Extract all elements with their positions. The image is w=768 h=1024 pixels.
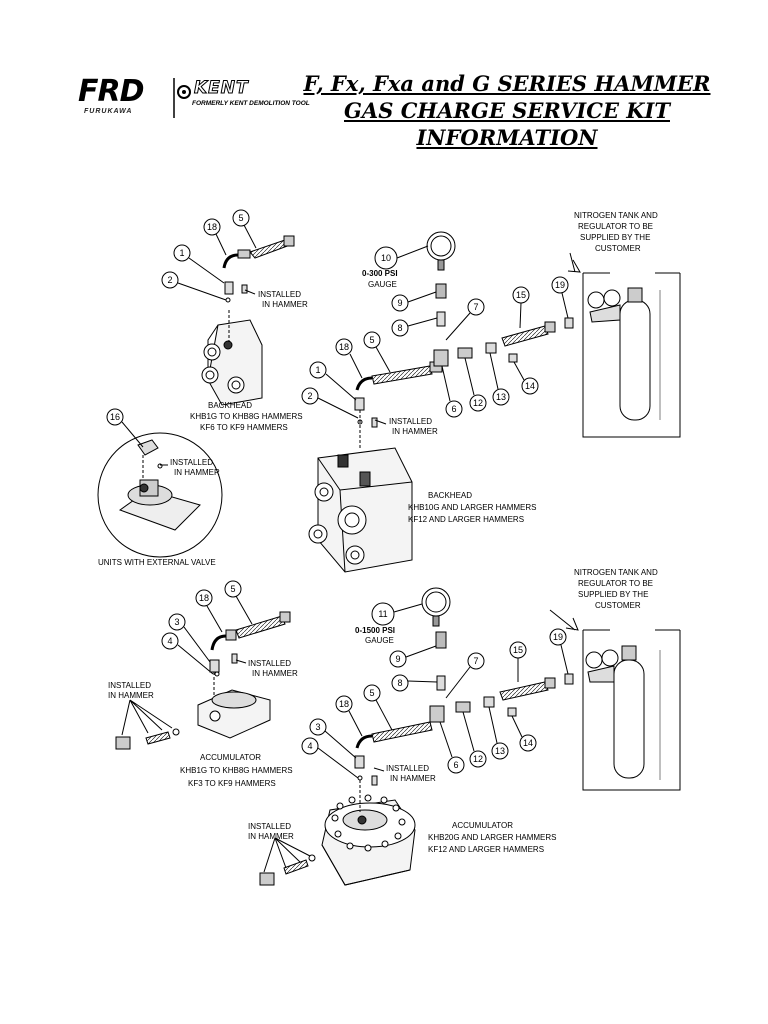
- external-valve-inset: [97, 432, 223, 558]
- callout-13-bottom: 13: [495, 746, 505, 756]
- frd-logo-subtitle: FURUKAWA: [84, 108, 133, 115]
- callout-5-bottom-left: 5: [230, 584, 235, 594]
- title-line-2: GAS CHARGE SERVICE KIT: [344, 98, 670, 123]
- callout-2-top-left: 2: [167, 275, 172, 285]
- installed-valve-2: IN HAMMER: [174, 468, 220, 477]
- callout-19-top: 19: [555, 280, 565, 290]
- accum-small-title: ACCUMULATOR: [200, 753, 261, 762]
- small-backhead-assembly: [201, 235, 295, 406]
- callout-5-top-mid: 5: [369, 335, 374, 345]
- nitrogen-bottom-line-3: SUPPLIED BY THE: [578, 590, 648, 599]
- installed-accum-small-2: IN HAMMER: [108, 691, 154, 700]
- callout-1-top-mid: 1: [315, 365, 320, 375]
- backhead-small-line-2: KHB1G TO KHB8G HAMMERS: [190, 412, 303, 421]
- frd-logo-mark: FRD: [78, 74, 145, 109]
- callout-3-bottom-mid: 3: [315, 722, 320, 732]
- kent-logo-subtitle: FORMERLY KENT DEMOLITION TOOL: [192, 100, 310, 107]
- callout-5-top-left: 5: [238, 213, 243, 223]
- accum-large-title: ACCUMULATOR: [452, 821, 513, 830]
- nitrogen-bottom-line-1: NITROGEN TANK AND: [574, 568, 658, 577]
- accum-large-line-3: KF12 AND LARGER HAMMERS: [428, 845, 544, 854]
- nitrogen-bottom-line-2: REGULATOR TO BE: [578, 579, 653, 588]
- callout-18-bottom-left: 18: [199, 593, 209, 603]
- callout-8-top: 8: [397, 323, 402, 333]
- installed-valve-1: INSTALLED: [170, 458, 213, 467]
- callout-6-bottom: 6: [453, 760, 458, 770]
- callout-3-bottom-left: 3: [174, 617, 179, 627]
- gauge-1500-label: 0-1500 PSI: [355, 626, 395, 635]
- installed-top-left-2: IN HAMMER: [262, 300, 308, 309]
- accum-small-line-3: KF3 TO KF9 HAMMERS: [188, 779, 276, 788]
- callout-13-top: 13: [496, 392, 506, 402]
- frd-logo: FRD FURUKAWA: [78, 76, 170, 120]
- callouts: [106, 209, 569, 779]
- backhead-small-line-3: KF6 TO KF9 HAMMERS: [200, 423, 288, 432]
- callout-2-top-mid: 2: [307, 391, 312, 401]
- callout-7-top: 7: [473, 302, 478, 312]
- backhead-large-line-2: KHB10G AND LARGER HAMMERS: [408, 503, 536, 512]
- small-accumulator-assembly: [115, 611, 291, 750]
- nitrogen-top-line-4: CUSTOMER: [595, 244, 641, 253]
- title-line-3: INFORMATION: [416, 125, 598, 150]
- installed-bottom-left-1: INSTALLED: [248, 659, 291, 668]
- callout-15-bottom: 15: [513, 645, 523, 655]
- callout-18-top-mid: 18: [339, 342, 349, 352]
- callout-11: 11: [378, 609, 387, 619]
- installed-top-mid-2: IN HAMMER: [392, 427, 438, 436]
- installed-bottom-left-2: IN HAMMER: [252, 669, 298, 678]
- nitrogen-top-line-3: SUPPLIED BY THE: [580, 233, 650, 242]
- kent-gear-icon: [173, 78, 191, 118]
- callout-18-top-left: 18: [207, 222, 217, 232]
- installed-top-mid-1: INSTALLED: [389, 417, 432, 426]
- gauge-1500-sublabel: GAUGE: [365, 636, 394, 645]
- callout-12-top: 12: [473, 398, 483, 408]
- kent-logo: KENT FORMERLY KENT DEMOLITION TOOL: [172, 76, 310, 120]
- kent-logo-mark: KENT: [194, 78, 249, 99]
- nitrogen-tank-bottom: [549, 609, 681, 791]
- callout-10: 10: [381, 253, 391, 263]
- callout-7-bottom: 7: [473, 656, 478, 666]
- callout-14-bottom: 14: [523, 738, 533, 748]
- page-title: F, Fx, Fxa and G SERIES HAMMER GAS CHARG…: [292, 70, 722, 151]
- callout-15-top: 15: [516, 290, 526, 300]
- backhead-small-title: BACKHEAD: [208, 401, 252, 410]
- nitrogen-top-line-1: NITROGEN TANK AND: [574, 211, 658, 220]
- backhead-large-title: BACKHEAD: [428, 491, 472, 500]
- nitrogen-bottom-line-4: CUSTOMER: [595, 601, 641, 610]
- installed-top-left-1: INSTALLED: [258, 290, 301, 299]
- callout-4-bottom-mid: 4: [307, 741, 312, 751]
- accum-large-line-2: KHB20G AND LARGER HAMMERS: [428, 833, 556, 842]
- gauge-300-sublabel: GAUGE: [368, 280, 397, 289]
- callout-6-top: 6: [451, 404, 456, 414]
- installed-accum-large-1: INSTALLED: [248, 822, 291, 831]
- nitrogen-tank-top: [567, 252, 681, 438]
- callout-19-bottom: 19: [553, 632, 563, 642]
- callout-8-bottom: 8: [397, 678, 402, 688]
- callout-14-top: 14: [525, 381, 535, 391]
- installed-bottom-mid-2: IN HAMMER: [390, 774, 436, 783]
- callout-9-bottom: 9: [395, 654, 400, 664]
- accum-small-line-2: KHB1G TO KHB8G HAMMERS: [180, 766, 293, 775]
- callout-16: 16: [110, 412, 120, 422]
- callout-4-bottom-left: 4: [167, 636, 172, 646]
- large-backhead-assembly: [308, 231, 574, 573]
- installed-bottom-mid-1: INSTALLED: [386, 764, 429, 773]
- installed-accum-large-2: IN HAMMER: [248, 832, 294, 841]
- external-valve-label: UNITS WITH EXTERNAL VALVE: [98, 558, 216, 567]
- callout-numbers: 18 5 1 2 16 10 9 8 7 15 19 18 5 1 2 6 12…: [110, 213, 565, 770]
- installed-accum-small-1: INSTALLED: [108, 681, 151, 690]
- large-accumulator-assembly: [259, 587, 574, 886]
- gauge-300-label: 0-300 PSI: [362, 269, 398, 278]
- callout-18-bottom-mid: 18: [339, 699, 349, 709]
- callout-9-top: 9: [397, 298, 402, 308]
- callout-5-bottom-mid: 5: [369, 688, 374, 698]
- diagram-labels: NITROGEN TANK AND REGULATOR TO BE SUPPLI…: [98, 211, 658, 854]
- backhead-large-line-3: KF12 AND LARGER HAMMERS: [408, 515, 524, 524]
- nitrogen-top-line-2: REGULATOR TO BE: [578, 222, 653, 231]
- callout-12-bottom: 12: [473, 754, 483, 764]
- callout-1-top-left: 1: [179, 248, 184, 258]
- title-line-1: F, Fx, Fxa and G SERIES HAMMER: [303, 71, 711, 96]
